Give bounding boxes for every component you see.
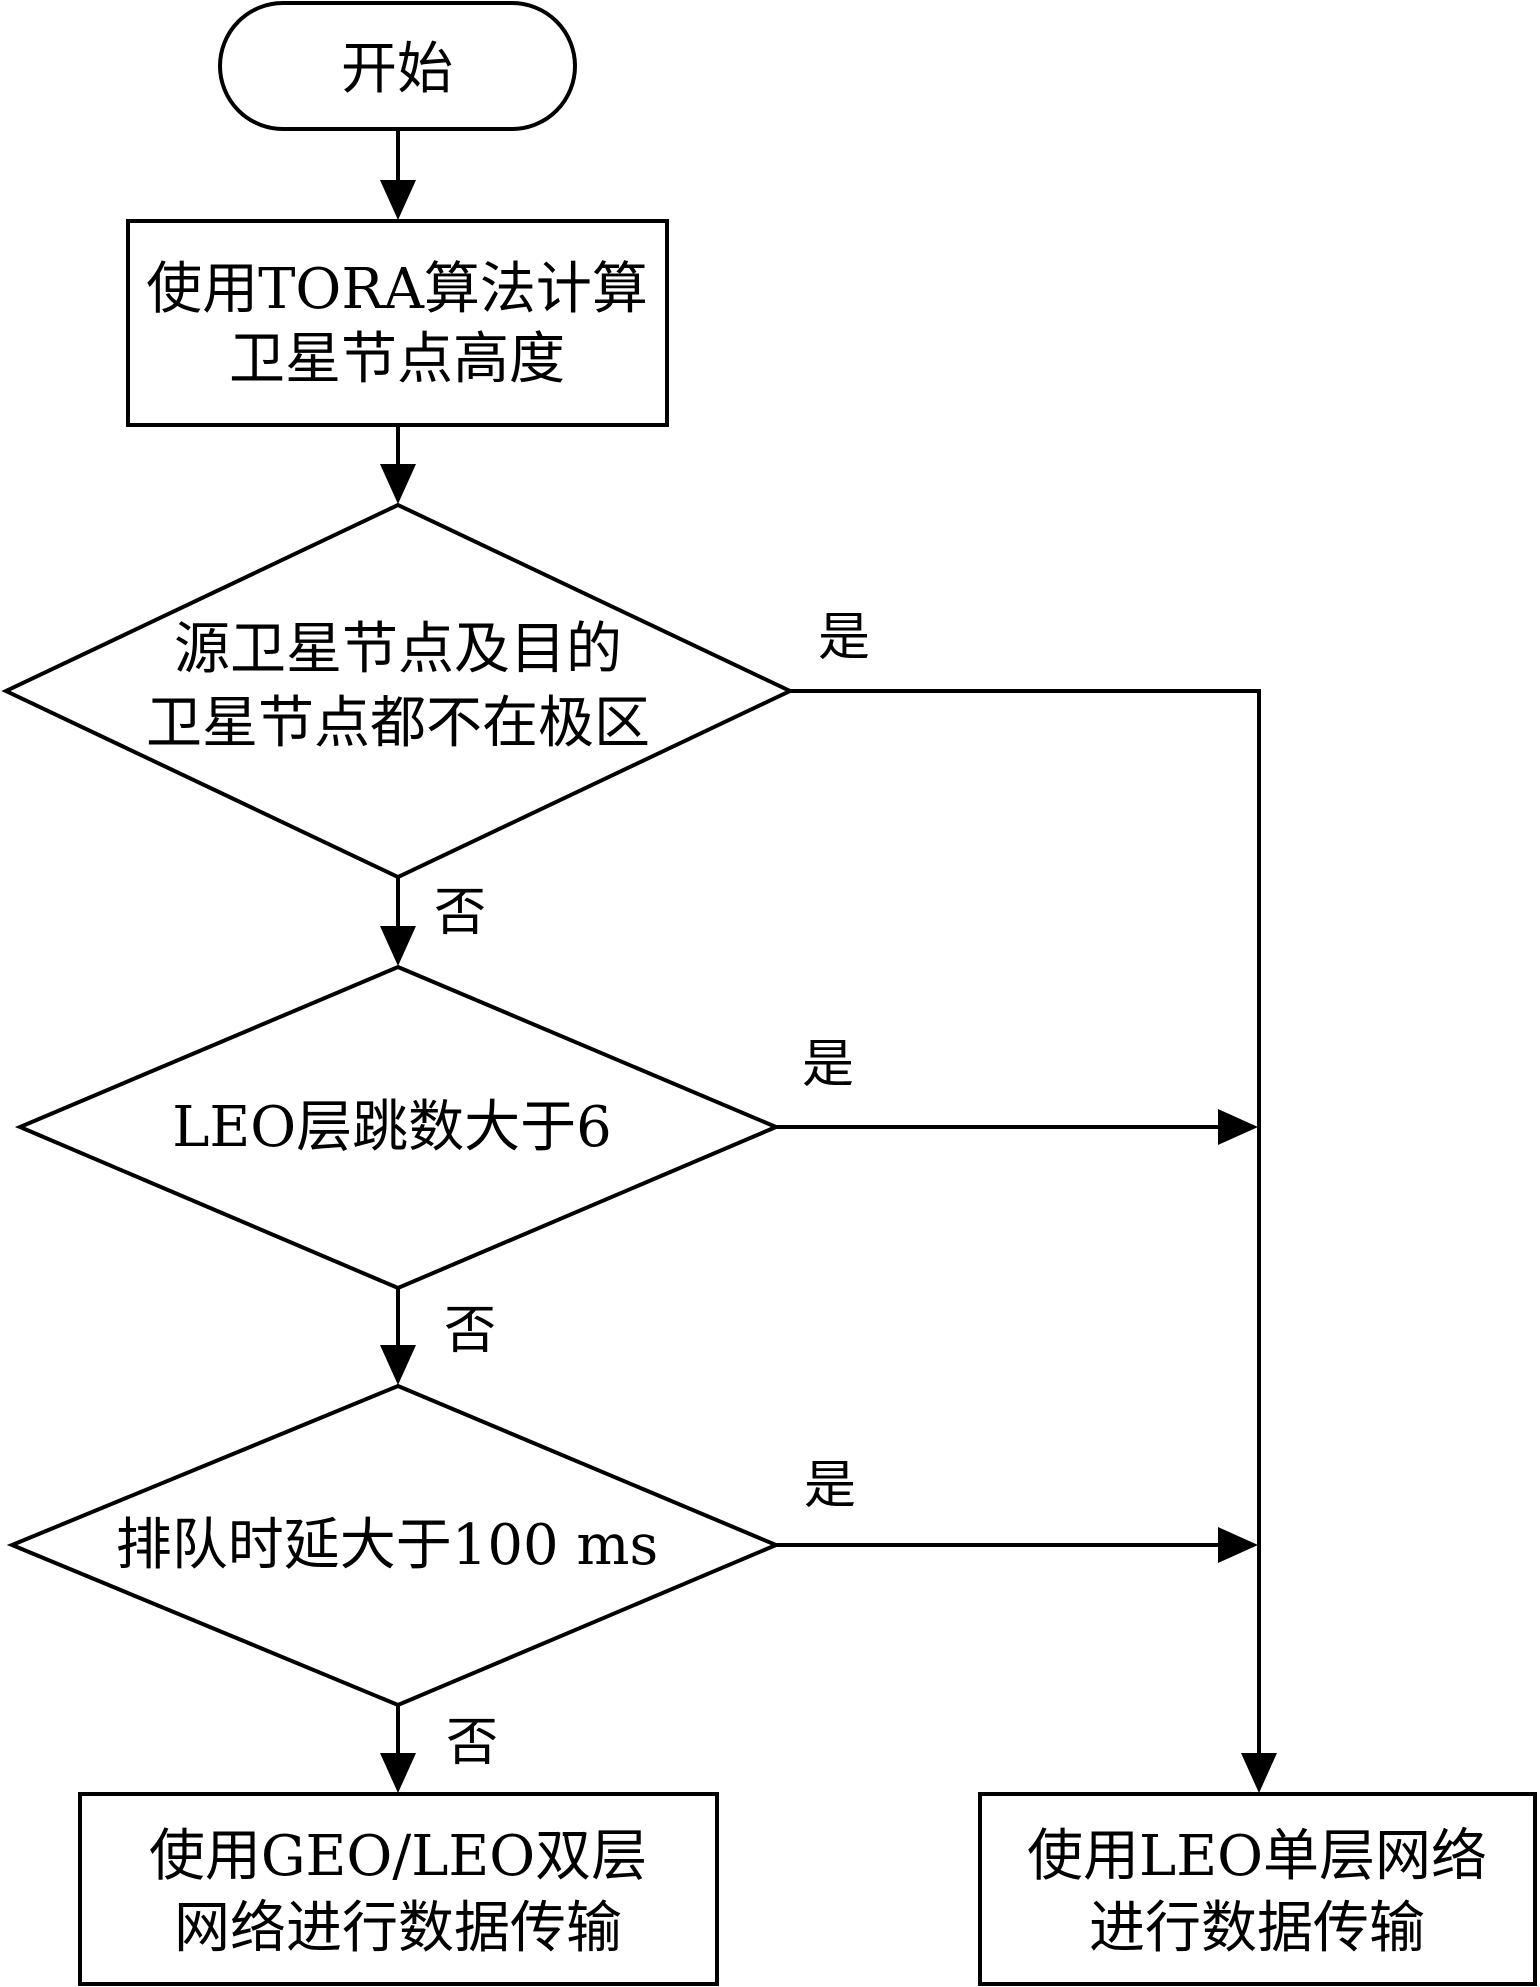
start-node: 开始 (218, 1, 577, 131)
result-single-layer-shape (978, 1792, 1537, 1986)
arrowhead-start-step1 (380, 180, 416, 220)
result-dual-layer: 使用GEO/LEO双层 网络进行数据传输 (78, 1792, 719, 1986)
process-step-tora: 使用TORA算法计算 卫星节点高度 (126, 219, 669, 427)
arrowhead-decision3-end-dual (380, 1753, 416, 1793)
process-step-tora-shape (126, 219, 669, 427)
no-label-1: 否 (434, 883, 486, 943)
result-dual-layer-line1: 使用GEO/LEO双层 (149, 1824, 647, 1889)
arrowhead-decision2-decision3 (380, 1345, 416, 1385)
arrowhead-step1-decision1 (380, 464, 416, 504)
arrowhead-trunk-end-single (1241, 1753, 1277, 1793)
decision-hop-count: LEO层跳数大于6 (14, 964, 782, 1291)
decision-queue-delay: 排队时延大于100 ms (6, 1383, 782, 1708)
yes-label-1: 是 (818, 608, 870, 668)
decision-polar-region-line2: 卫星节点都不在极区 (146, 691, 650, 756)
result-dual-layer-shape (78, 1792, 719, 1986)
arrowhead-decision3-trunk (1218, 1527, 1258, 1563)
process-step-tora-line1: 使用TORA算法计算 (146, 257, 648, 322)
decision-polar-region-line1: 源卫星节点及目的 (174, 617, 622, 682)
result-single-layer-line1: 使用LEO单层网络 (1027, 1824, 1487, 1889)
arrowhead-decision1-decision2 (380, 926, 416, 966)
start-label: 开始 (341, 37, 453, 102)
no-label-3: 否 (446, 1713, 498, 1773)
process-step-tora-line2: 卫星节点高度 (229, 327, 565, 392)
connector-yes-trunk (790, 689, 1261, 1760)
yes-label-2: 是 (802, 1035, 854, 1095)
yes-label-3: 是 (804, 1456, 856, 1516)
decision-hop-count-line1: LEO层跳数大于6 (172, 1095, 612, 1160)
result-single-layer: 使用LEO单层网络 进行数据传输 (978, 1792, 1537, 1986)
result-single-layer-line2: 进行数据传输 (1089, 1896, 1425, 1961)
no-label-2: 否 (444, 1301, 496, 1361)
decision-queue-delay-line1: 排队时延大于100 ms (116, 1513, 659, 1578)
arrowhead-decision2-trunk (1218, 1109, 1258, 1145)
decision-polar-region: 源卫星节点及目的 卫星节点都不在极区 (1, 502, 795, 880)
result-dual-layer-line2: 网络进行数据传输 (174, 1896, 622, 1961)
